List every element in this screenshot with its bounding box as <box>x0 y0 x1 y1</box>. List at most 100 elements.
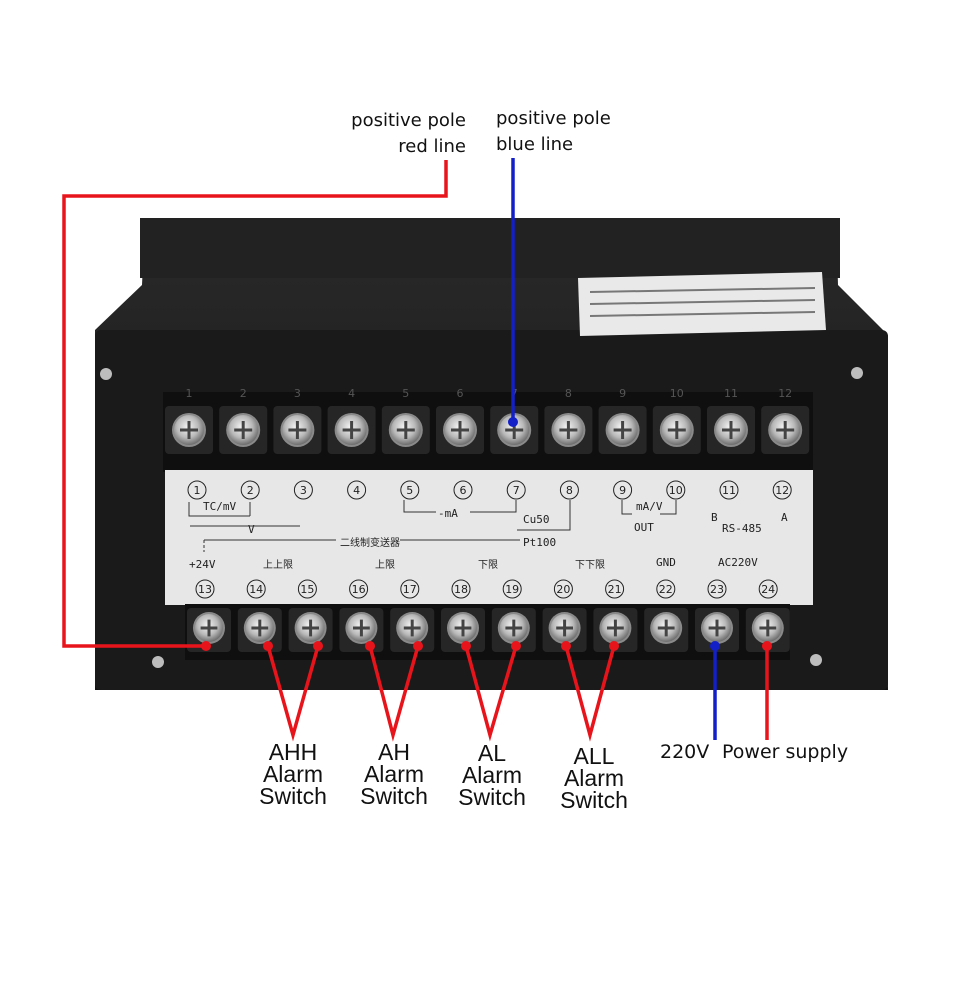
terminal-screw-icon <box>172 413 206 447</box>
top-terminal-number: 2 <box>240 387 247 400</box>
terminal-screw-icon <box>497 413 532 447</box>
terminal-screw-icon <box>701 612 733 644</box>
out-label: OUT <box>634 521 654 534</box>
panel-terminal-label: 19 <box>502 579 522 599</box>
svg-text:5: 5 <box>406 484 413 497</box>
panel-terminal-label: 9 <box>613 480 633 500</box>
red-pole-line1: positive pole <box>351 110 466 131</box>
alarm-wires <box>266 645 616 742</box>
rs485-b-label: B <box>711 511 718 524</box>
svg-text:1: 1 <box>194 484 201 497</box>
top-terminal-number: 10 <box>670 387 684 400</box>
panel-terminal-label: 15 <box>297 579 317 599</box>
top-terminal-number: 1 <box>186 387 193 400</box>
terminal-screw-icon <box>551 413 586 447</box>
alarm-line1: Alarm <box>563 765 625 791</box>
panel-terminal-label: 10 <box>666 480 686 500</box>
svg-text:3: 3 <box>300 484 307 497</box>
panel-terminal-label: 18 <box>451 579 471 599</box>
terminal-screw-icon <box>226 413 261 447</box>
cu50-label: Cu50 <box>523 513 550 526</box>
alarm-ahh-label: AHH Alarm Switch <box>238 739 348 809</box>
terminal-screw-icon <box>768 413 803 447</box>
alarm-all-label: ALL Alarm Switch <box>539 743 649 813</box>
alarm-line1: Alarm <box>363 761 425 787</box>
panel-terminal-label: 23 <box>707 579 727 599</box>
red-positive-wire <box>62 160 448 648</box>
wire-end-dot <box>313 641 323 651</box>
terminal-screw-icon <box>280 413 315 447</box>
v-label: V <box>248 523 255 536</box>
corner-screw-icon <box>100 368 112 380</box>
top-terminal-number: 8 <box>565 387 572 400</box>
svg-text:6: 6 <box>460 484 467 497</box>
pt100-label: Pt100 <box>523 536 556 549</box>
terminal-screw-icon <box>243 612 276 644</box>
wire-end-dot <box>762 641 772 651</box>
svg-text:24: 24 <box>761 583 775 596</box>
svg-text:9: 9 <box>619 484 626 497</box>
red-pole-line2: red line <box>398 136 466 157</box>
panel-terminal-label: 5 <box>400 480 420 500</box>
wire-end-dot <box>609 641 619 651</box>
alarm-name: AH <box>378 739 410 765</box>
svg-text:14: 14 <box>249 583 263 596</box>
top-terminal-number: 12 <box>778 387 792 400</box>
corner-screw-icon <box>152 656 164 668</box>
alarm-name: AHH <box>268 739 318 765</box>
wire-end-dot <box>365 641 375 651</box>
rs485-label: RS-485 <box>722 522 762 535</box>
svg-text:12: 12 <box>775 484 789 497</box>
alarm-line2: Switch <box>458 784 526 810</box>
panel-terminal-label: 14 <box>246 579 266 599</box>
alarm-line1: Alarm <box>262 761 324 787</box>
terminal-screw-icon <box>497 612 530 644</box>
panel-terminal-label: 8 <box>559 480 579 500</box>
panel-terminal-label: 11 <box>719 480 739 500</box>
voltage-220v-label: 220V <box>660 741 710 763</box>
panel-terminal-label: 21 <box>605 579 625 599</box>
svg-text:17: 17 <box>403 583 417 596</box>
h-limit-label: 上限 <box>375 559 395 571</box>
terminal-screw-icon <box>548 612 581 644</box>
wire-end-dot <box>413 641 423 651</box>
blue-pole-callout: positive pole blue line <box>496 106 656 158</box>
wire-end-dot <box>263 641 273 651</box>
top-terminal-number: 4 <box>348 387 355 400</box>
panel-terminal-label: 2 <box>240 480 260 500</box>
svg-text:11: 11 <box>722 484 736 497</box>
top-terminal-number: 3 <box>294 387 301 400</box>
bottom-terminal-strip <box>185 604 790 660</box>
ma-label: -mA <box>438 507 458 520</box>
terminal-screw-icon <box>714 413 748 447</box>
blue-pole-line1: positive pole <box>496 108 611 129</box>
svg-text:20: 20 <box>556 583 570 596</box>
alarm-line2: Switch <box>259 783 327 809</box>
terminal-screw-icon <box>659 413 694 447</box>
wire-end-dot <box>201 641 211 651</box>
svg-text:13: 13 <box>198 583 212 596</box>
panel-terminal-label: 13 <box>195 579 215 599</box>
top-terminal-number: 5 <box>402 387 409 400</box>
red-pole-callout: positive pole red line <box>330 108 466 160</box>
svg-text:23: 23 <box>710 583 724 596</box>
ll-limit-label: 下下限 <box>575 559 605 571</box>
svg-text:16: 16 <box>352 583 366 596</box>
panel-terminal-label: 7 <box>506 480 526 500</box>
two-wire-transmitter-label: 二线制变送器 <box>340 536 400 549</box>
panel-terminal-label: 24 <box>758 579 778 599</box>
power-supply-label: Power supply <box>722 741 849 763</box>
panel-terminal-label: 16 <box>349 579 369 599</box>
panel-terminal-label: 4 <box>347 480 367 500</box>
panel-terminal-label: 20 <box>553 579 573 599</box>
alarm-line2: Switch <box>560 787 628 813</box>
blue-pole-line2: blue line <box>496 134 574 155</box>
svg-text:4: 4 <box>353 484 360 497</box>
svg-text:18: 18 <box>454 583 468 596</box>
wire-end-dot <box>508 417 518 427</box>
panel-terminal-label: 6 <box>453 480 473 500</box>
panel-terminal-label: 1 <box>187 480 207 500</box>
tc-mv-label: TC/mV <box>203 500 236 513</box>
alarm-name: ALL <box>573 743 615 769</box>
panel-terminal-label: 12 <box>772 480 792 500</box>
